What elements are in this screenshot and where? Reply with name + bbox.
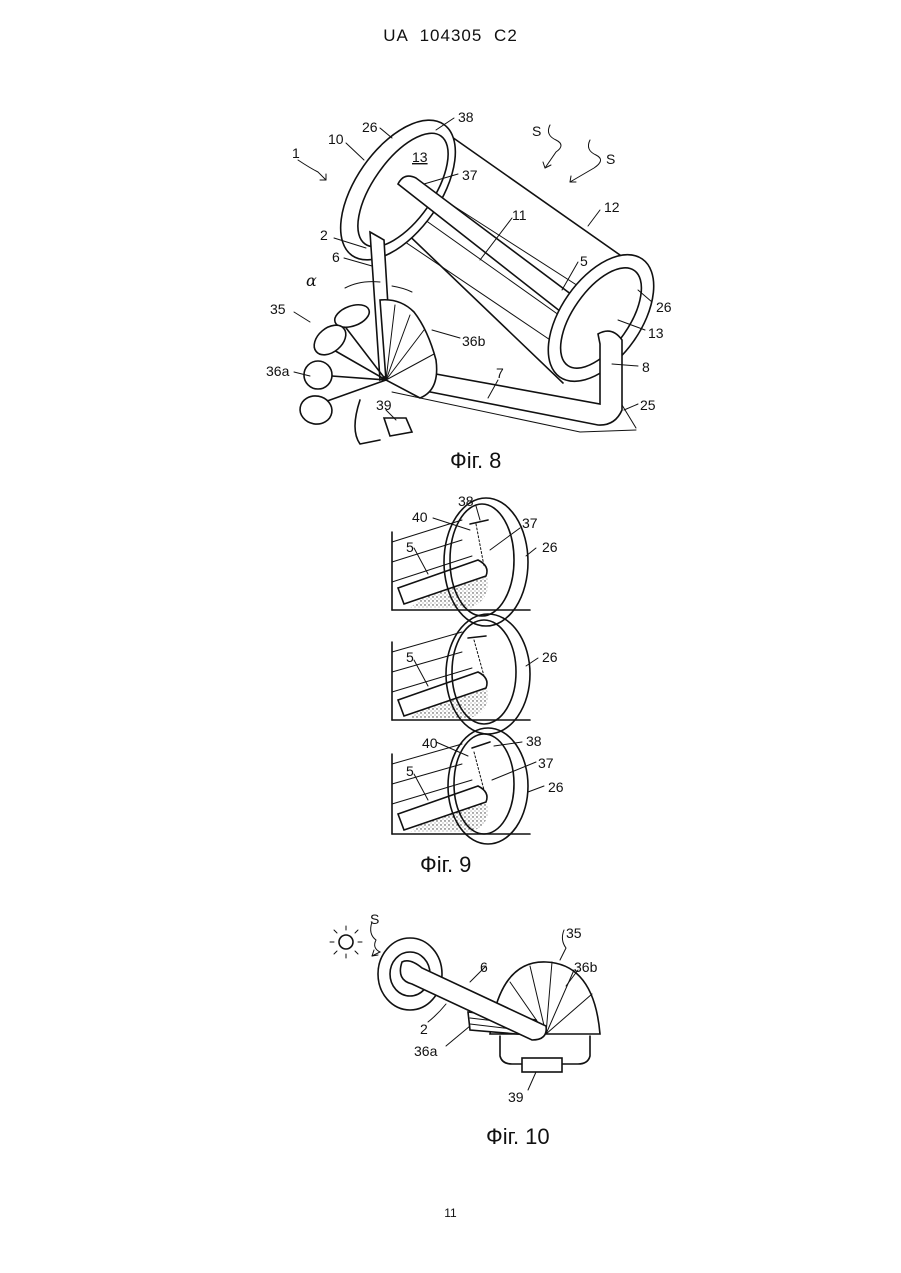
fig8-label-36b: 36b — [462, 333, 486, 349]
fig8-label-13: 13 — [412, 149, 428, 165]
fig10-label-s: S — [370, 911, 379, 927]
fig10-label-2: 2 — [420, 1021, 428, 1037]
figure-9-caption: Фіг. 9 — [420, 852, 471, 877]
fig8-label-10: 10 — [328, 131, 344, 147]
fig8-label-s-2: S — [606, 151, 615, 167]
fig9-p1-label-5: 5 — [406, 539, 414, 555]
figure-10-caption: Фіг. 10 — [486, 1124, 550, 1149]
fig9-p1-label-26: 26 — [542, 539, 558, 555]
figure-9-drawing: 38 40 37 5 26 5 26 — [0, 480, 901, 880]
figure-8-drawing: 1 10 26 38 13 37 S S 12 11 2 6 5 α 26 35… — [0, 0, 901, 480]
fig8-label-1: 1 — [292, 145, 300, 161]
fig8-label-36a: 36a — [266, 363, 290, 379]
fig9-panel-3: 40 38 37 5 26 — [392, 728, 564, 844]
fig10-label-39: 39 — [508, 1089, 524, 1105]
fig8-label-6: 6 — [332, 249, 340, 265]
fig8-label-5: 5 — [580, 253, 588, 269]
fig8-label-35: 35 — [270, 301, 286, 317]
fig8-label-7: 7 — [496, 365, 504, 381]
fig9-p3-label-26: 26 — [548, 779, 564, 795]
fig8-label-13b: 13 — [648, 325, 664, 341]
fig10-label-6: 6 — [480, 959, 488, 975]
fig8-label-25: 25 — [640, 397, 656, 413]
sun-icon — [330, 922, 380, 958]
fig8-label-11: 11 — [512, 207, 527, 223]
control-box-39 — [522, 1058, 562, 1072]
fig8-label-39: 39 — [376, 397, 392, 413]
figure-8-caption: Фіг. 8 — [450, 448, 501, 473]
figure-10-drawing: S 35 6 36b 2 36a 39 Фіг. 10 — [0, 900, 901, 1160]
fig8-label-2: 2 — [320, 227, 328, 243]
fig10-label-35: 35 — [566, 925, 582, 941]
fig8-label-alpha: α — [306, 271, 317, 290]
fig8-label-37: 37 — [462, 167, 478, 183]
fig8-label-26: 26 — [362, 119, 378, 135]
fig9-p1-label-38: 38 — [458, 493, 474, 509]
fig9-p1-label-40: 40 — [412, 509, 428, 525]
fig9-panel-2: 5 26 — [392, 614, 558, 734]
page-number: 11 — [0, 1206, 901, 1220]
reflector-fan — [298, 300, 437, 444]
fig9-p2-label-5: 5 — [406, 649, 414, 665]
fig8-label-8: 8 — [642, 359, 650, 375]
fig8-label-38: 38 — [458, 109, 474, 125]
fig8-label-12: 12 — [604, 199, 620, 215]
fig9-p2-label-26: 26 — [542, 649, 558, 665]
fig9-p3-label-37: 37 — [538, 755, 554, 771]
fig9-p3-label-38: 38 — [526, 733, 542, 749]
fig9-p3-label-5: 5 — [406, 763, 414, 779]
fig9-p3-label-40: 40 — [422, 735, 438, 751]
fig8-label-26b: 26 — [656, 299, 672, 315]
fig9-p1-label-37: 37 — [522, 515, 538, 531]
fig9-panel-1: 38 40 37 5 26 — [392, 493, 558, 626]
fig10-label-36b: 36b — [574, 959, 598, 975]
fig8-label-s-1: S — [532, 123, 541, 139]
fig10-label-36a: 36a — [414, 1043, 438, 1059]
